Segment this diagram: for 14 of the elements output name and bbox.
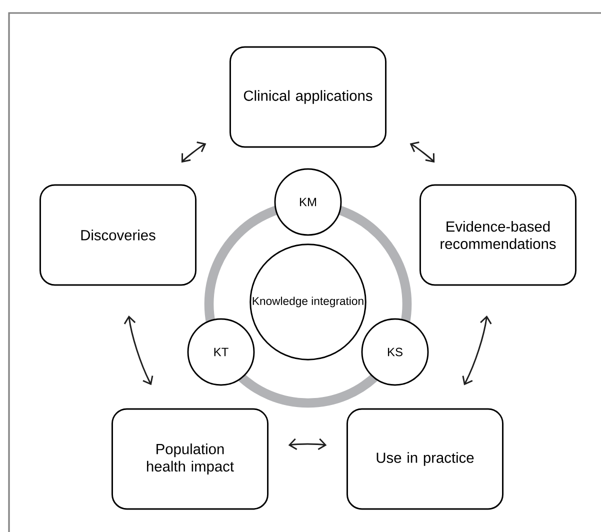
process-box: Discoveries — [40, 184, 197, 286]
process-box: Clinical applications — [230, 46, 386, 148]
circle-node: KM — [274, 168, 342, 236]
arrow — [288, 438, 327, 450]
circle-node: Knowledge integration — [250, 244, 366, 360]
process-box: Evidence-based recommendations — [419, 184, 576, 286]
arrow — [181, 142, 206, 163]
arrow — [124, 315, 154, 386]
circle-node: KT — [187, 318, 255, 386]
process-box: Use in practice — [346, 408, 504, 510]
arrow — [410, 142, 435, 163]
arrow — [462, 315, 492, 386]
process-box: Population health impact — [112, 408, 269, 510]
circle-node: KS — [361, 318, 429, 386]
